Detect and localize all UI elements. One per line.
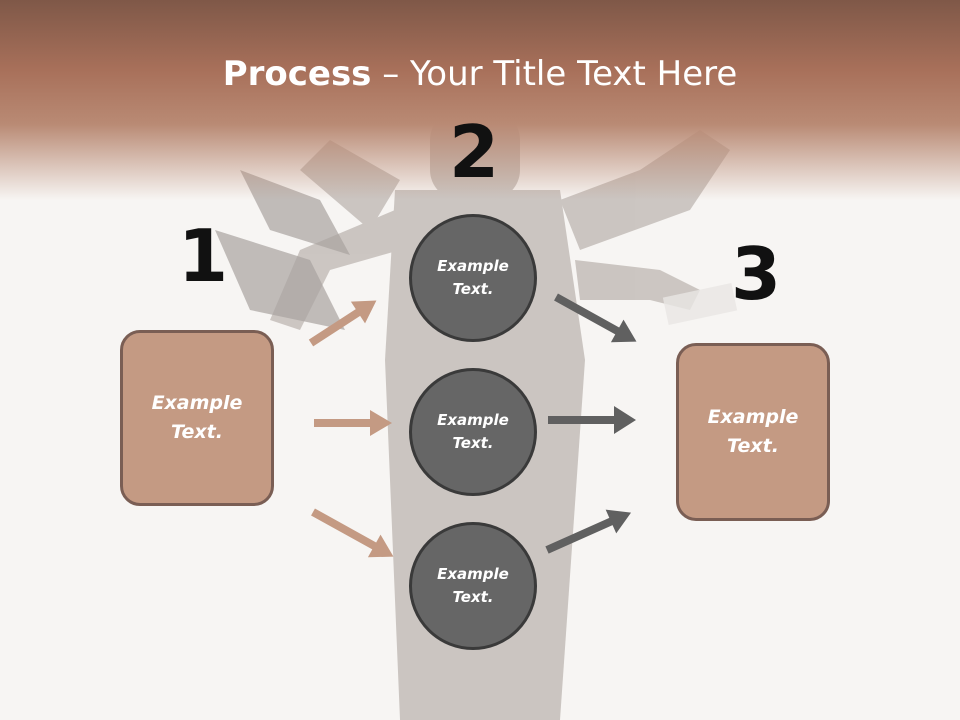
input-box-text: Example Text. [151, 392, 243, 443]
process-circle-1-text: Example Text. [437, 257, 509, 298]
output-box-text: Example Text. [707, 406, 799, 457]
title-rest: – Your Title Text Here [371, 54, 738, 94]
header-band [0, 0, 960, 200]
step-number-2: 2 [449, 110, 500, 194]
arrow-input-to-circle-3 [311, 508, 394, 558]
process-circle-2: Example Text. [409, 368, 537, 496]
arrow-circle-2-to-output [548, 406, 636, 434]
step-number-1: 1 [178, 214, 229, 298]
output-box: Example Text. [676, 343, 830, 521]
slide-title: Process – Your Title Text Here [0, 52, 960, 96]
process-circle-2-text: Example Text. [437, 411, 509, 452]
process-circle-3-text: Example Text. [437, 565, 509, 606]
arrow-input-to-circle-2 [314, 410, 392, 436]
arrow-input-to-circle-1 [308, 300, 377, 347]
step-number-3: 3 [731, 232, 782, 316]
arrow-circle-3-to-output [545, 509, 632, 554]
process-circle-3: Example Text. [409, 522, 537, 650]
arrow-circle-1-to-output [554, 293, 637, 343]
input-box: Example Text. [120, 330, 274, 506]
process-circle-1: Example Text. [409, 214, 537, 342]
title-bold: Process [222, 54, 372, 94]
